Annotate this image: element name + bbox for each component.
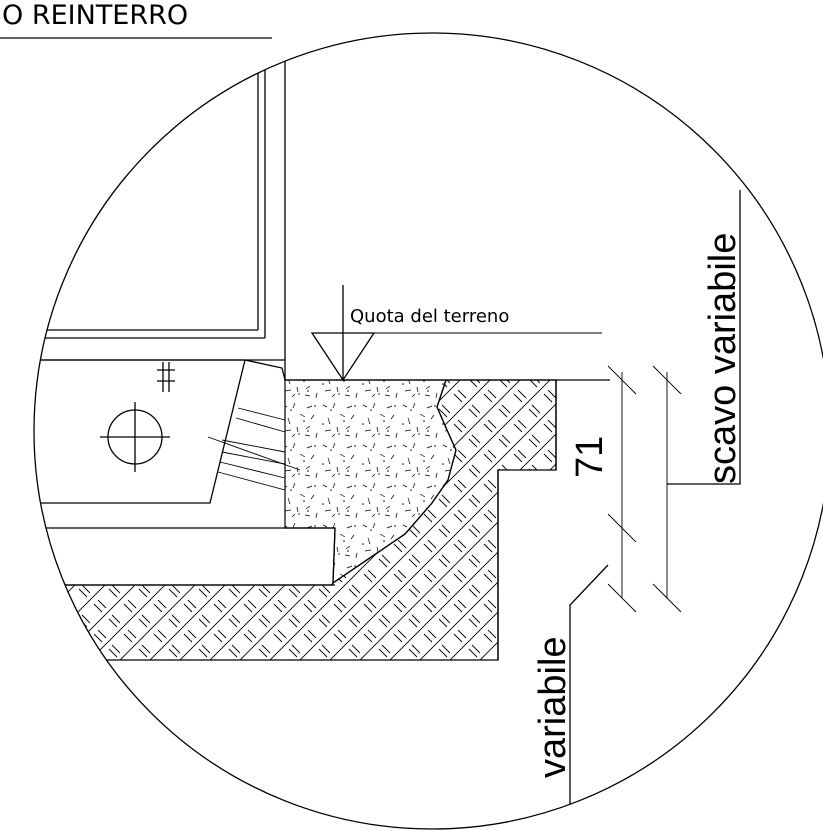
- anchor-bar-5: [219, 461, 286, 479]
- anchor-bar-4: [221, 451, 286, 465]
- beam-chamfer: [244, 359, 286, 381]
- anchor-bar-2: [235, 417, 286, 433]
- detail-circle: [33, 32, 823, 830]
- level-arrow-icon: [310, 332, 376, 382]
- dim-tick-top: [607, 365, 637, 395]
- anchor-bar-3: [221, 439, 286, 453]
- i-section-icon: [157, 362, 175, 392]
- beam-body: [34, 359, 246, 504]
- anchor-bar-1: [237, 407, 286, 421]
- exc-tick-top: [652, 365, 682, 395]
- variable-label: variabile: [532, 636, 574, 778]
- excavation-label-leader: [667, 190, 741, 485]
- excavation-label: scavo variabile: [702, 233, 744, 484]
- ground-level-label: Quota del terreno: [350, 306, 509, 327]
- dim-tick-bottom: [607, 583, 637, 613]
- dimension-value-label: 71: [569, 436, 611, 478]
- detail-content: [34, 33, 741, 829]
- anchor-bar-7: [207, 436, 301, 471]
- drawing-title: O REINTERRO: [2, 0, 188, 31]
- anchor-bar-6: [217, 471, 286, 491]
- footing-edge: [331, 527, 336, 586]
- dim-tick-mid: [607, 513, 637, 543]
- exc-tick-bottom: [652, 583, 682, 613]
- excavation-profile: [497, 380, 609, 829]
